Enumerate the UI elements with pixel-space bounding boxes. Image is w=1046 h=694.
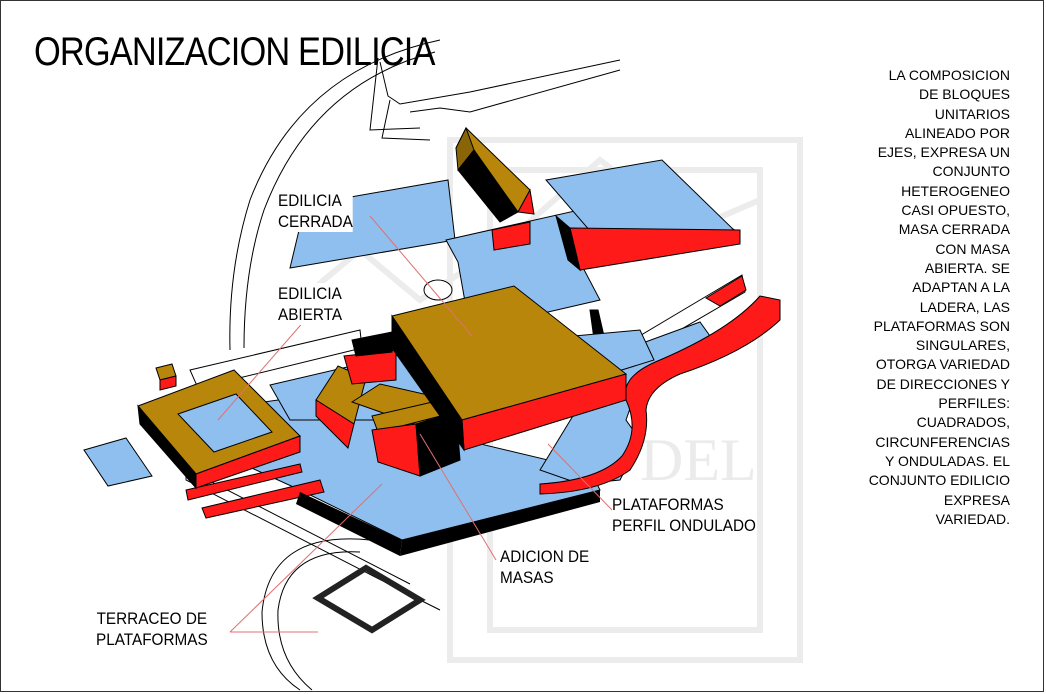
description-line: PERFILES: — [938, 395, 1010, 412]
building-open-courtyard — [137, 369, 301, 490]
building-upper-square — [555, 214, 741, 272]
label-edilicia-cerrada-line1: EDILICIA — [278, 191, 342, 210]
label-adicion-masas-line2: MASAS — [500, 568, 554, 587]
description-line: CASI OPUESTO, — [901, 202, 1010, 219]
red-strip-lower-left-2 — [185, 463, 303, 501]
description-line: HETEROGENEO — [901, 182, 1010, 199]
label-terraceo-line1: TERRACEO DE — [96, 609, 208, 628]
building-slim-upper — [455, 126, 535, 251]
label-adicion-masas: ADICION DE MASAS — [500, 546, 590, 588]
description-line: CON MASA — [935, 240, 1010, 257]
description-line: MASA CERRADA — [898, 221, 1010, 238]
description-line: Y ONDULADAS. EL — [884, 452, 1010, 469]
page-title: ORGANIZACION EDILICIA — [34, 30, 435, 74]
label-terraceo: TERRACEO DE PLATAFORMAS — [96, 608, 208, 650]
description-line: CONJUNTO — [932, 163, 1010, 180]
description-line: ALINEADO POR — [904, 124, 1010, 141]
small-cube — [155, 363, 177, 391]
platform-left-strip — [83, 437, 153, 487]
label-edilicia-abierta-line1: EDILICIA — [278, 284, 342, 303]
description-line: UNITARIOS — [934, 105, 1010, 122]
description-line: SINGULARES, — [915, 337, 1010, 354]
description-line: ABIERTA. SE — [924, 259, 1010, 276]
label-edilicia-abierta: EDILICIA ABIERTA — [278, 283, 343, 325]
label-plataformas-perfil-line1: PLATAFORMAS — [612, 495, 724, 514]
description-line: EXPRESA — [943, 491, 1010, 508]
description-line: CONJUNTO EDILICIO — [868, 472, 1010, 489]
red-strip-right — [705, 275, 747, 307]
description-line: PLATAFORMAS SON — [873, 317, 1010, 334]
label-edilicia-cerrada: EDILICIA CERRADA — [278, 190, 353, 232]
description-line: DE DIRECCIONES Y — [876, 375, 1010, 392]
description-text: LA COMPOSICION DE BLOQUES UNITARIOS ALINEAD… — [826, 66, 1010, 529]
label-adicion-masas-line1: ADICION DE — [500, 547, 590, 566]
label-terraceo-line2: PLATAFORMAS — [96, 630, 208, 649]
label-edilicia-abierta-line2: ABIERTA — [278, 305, 343, 324]
leader-lines — [217, 215, 615, 633]
platform-shadow-edge — [296, 492, 402, 556]
description-line: CIRCUNFERENCIAS — [875, 433, 1010, 450]
description-line: ADAPTAN A LA — [912, 279, 1010, 296]
description-line: EJES, EXPRESA UN — [877, 144, 1010, 161]
description-line: VARIEDAD. — [935, 510, 1010, 527]
label-edilicia-cerrada-line2: CERRADA — [278, 212, 353, 231]
round-kiosk — [423, 279, 453, 301]
square-pavilion-outline — [312, 564, 426, 634]
description-line: CUADRADOS, — [916, 414, 1010, 431]
description-line: LA COMPOSICION — [888, 67, 1010, 83]
label-plataformas-perfil: PLATAFORMAS PERFIL ONDULADO — [612, 494, 756, 536]
label-plataformas-perfil-line2: PERFIL ONDULADO — [612, 516, 756, 535]
svg-text:DEL: DEL — [640, 427, 757, 493]
description-line: DE BLOQUES — [918, 86, 1010, 103]
red-strip-lower-left — [201, 479, 325, 519]
description-line: LADERA, LAS — [919, 298, 1010, 315]
description-line: OTORGA VARIEDAD — [875, 356, 1010, 373]
wavy-red-wall — [539, 295, 781, 495]
platform-shadow-edge-2 — [400, 490, 600, 556]
building-closed-main — [351, 285, 628, 452]
